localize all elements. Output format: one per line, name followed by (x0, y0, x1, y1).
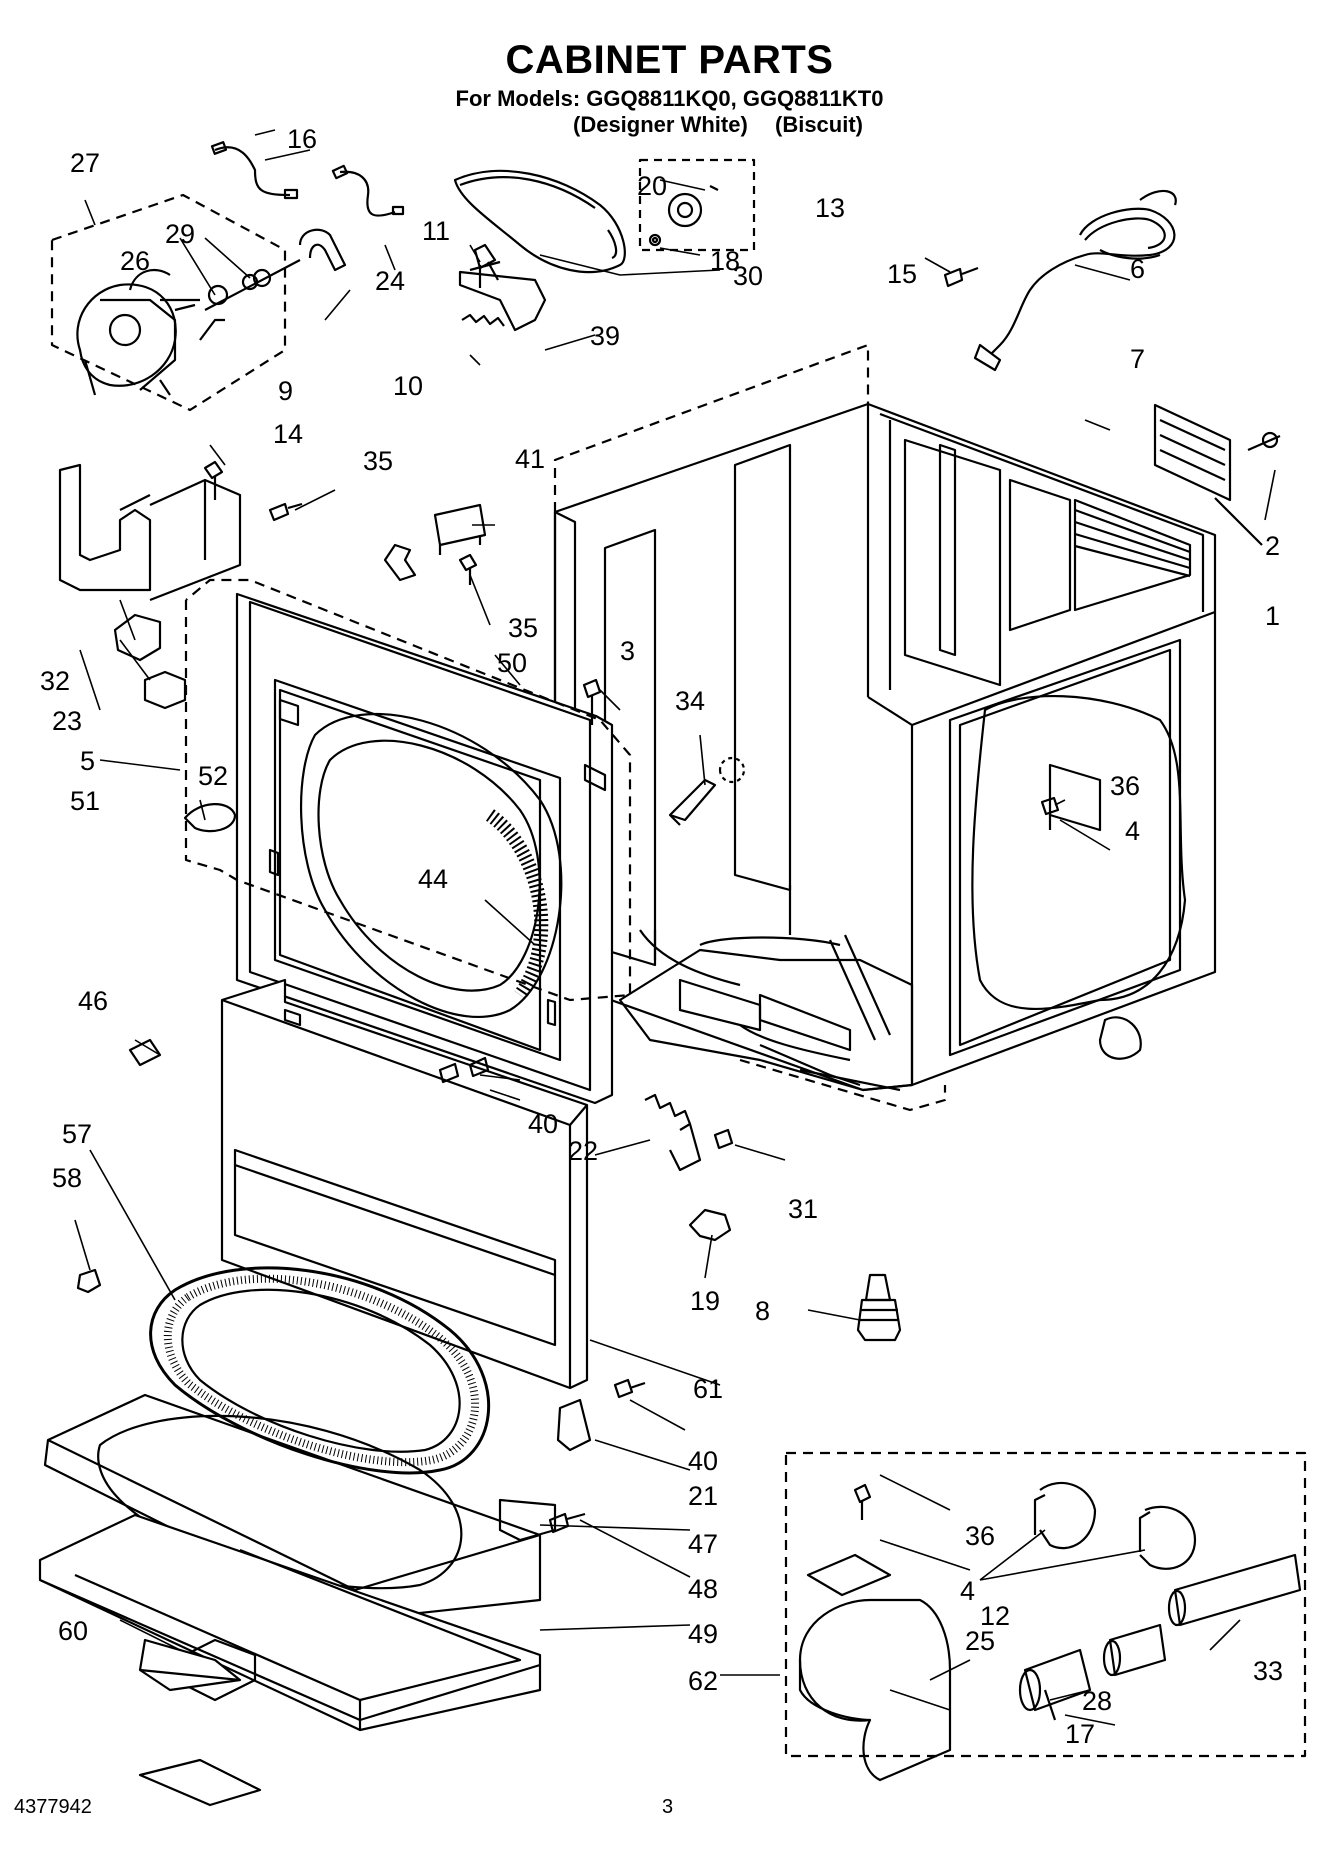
callout-27: 27 (70, 148, 100, 178)
page-title: CABINET PARTS (505, 38, 834, 82)
callout-41: 41 (515, 444, 545, 474)
callout-5: 5 (80, 746, 95, 776)
callout-58: 58 (52, 1163, 82, 1193)
variant-biscuit: (Biscuit) (775, 112, 863, 137)
door-assembly (38, 1393, 557, 1732)
callout-40-lower: 40 (688, 1446, 718, 1476)
callout-13: 13 (815, 193, 845, 223)
motor-assembly (50, 193, 347, 412)
callout-46: 46 (78, 986, 108, 1016)
motor-mount (58, 463, 242, 602)
callout-30: 30 (733, 261, 763, 291)
callout-19: 19 (690, 1286, 720, 1316)
callout-32: 32 (40, 666, 70, 696)
exhaust-parts-box (784, 1451, 1307, 1782)
callout-3: 3 (620, 636, 635, 666)
callout-14: 14 (273, 419, 303, 449)
callout-36-box: 36 (965, 1521, 995, 1551)
cabinet-body (553, 343, 1217, 1112)
callout-50: 50 (497, 648, 527, 678)
callout-49: 49 (688, 1619, 718, 1649)
callout-25: 25 (965, 1626, 995, 1656)
callout-44: 44 (418, 864, 448, 894)
callout-23: 23 (52, 706, 82, 736)
callout-9: 9 (278, 376, 293, 406)
callout-11: 11 (422, 216, 450, 246)
callout-18: 18 (710, 246, 740, 276)
callout-1: 1 (1265, 601, 1280, 631)
callout-10: 10 (393, 371, 423, 401)
document-number: 4377942 (14, 1796, 92, 1818)
callout-20: 20 (637, 171, 667, 201)
callout-29: 29 (165, 219, 195, 249)
callout-48: 48 (688, 1574, 718, 1604)
callout-26: 26 (120, 246, 150, 276)
callout-16: 16 (287, 124, 317, 154)
callout-15: 15 (887, 259, 917, 289)
callout-35-lower: 35 (508, 613, 538, 643)
callout-22: 22 (568, 1136, 598, 1166)
callout-34: 34 (675, 686, 705, 716)
leader-lines (74, 129, 1276, 1726)
rear-panel-parts (1153, 403, 1281, 546)
callout-28: 28 (1082, 1686, 1112, 1716)
callout-52: 52 (198, 761, 228, 791)
callout-21: 21 (688, 1481, 718, 1511)
callout-31: 31 (788, 1194, 818, 1224)
small-parts (76, 141, 1177, 1807)
callout-2: 2 (1265, 531, 1280, 561)
door-seal (149, 1266, 491, 1475)
page-number: 3 (662, 1796, 674, 1818)
callout-7: 7 (1130, 344, 1145, 374)
callout-47: 47 (688, 1529, 718, 1559)
callout-39: 39 (590, 321, 620, 351)
callout-35-top: 35 (363, 446, 393, 476)
callout-4-box: 4 (960, 1576, 975, 1606)
callout-6: 6 (1130, 254, 1145, 284)
callout-33: 33 (1253, 1656, 1283, 1686)
variant-designer-white: (Designer White) (573, 112, 748, 137)
models-line: For Models: GGQ8811KQ0, GGQ8811KT0 (455, 86, 884, 111)
callout-40-upper: 40 (528, 1109, 558, 1139)
callout-36-top: 36 (1110, 771, 1140, 801)
callout-8: 8 (755, 1296, 770, 1326)
callout-51: 51 (70, 786, 100, 816)
callout-62: 62 (688, 1666, 718, 1696)
callout-60: 60 (58, 1616, 88, 1646)
callout-57: 57 (62, 1119, 92, 1149)
callout-labels: 16 27 29 26 24 9 11 10 20 13 18 30 39 15… (40, 124, 1283, 1749)
callout-12: 12 (980, 1601, 1010, 1631)
callout-17: 17 (1065, 1719, 1095, 1749)
callout-4-top: 4 (1125, 816, 1140, 846)
callout-24: 24 (375, 266, 405, 296)
front-panel (184, 578, 632, 1105)
toe-panel (220, 978, 589, 1390)
callout-61: 61 (693, 1374, 723, 1404)
